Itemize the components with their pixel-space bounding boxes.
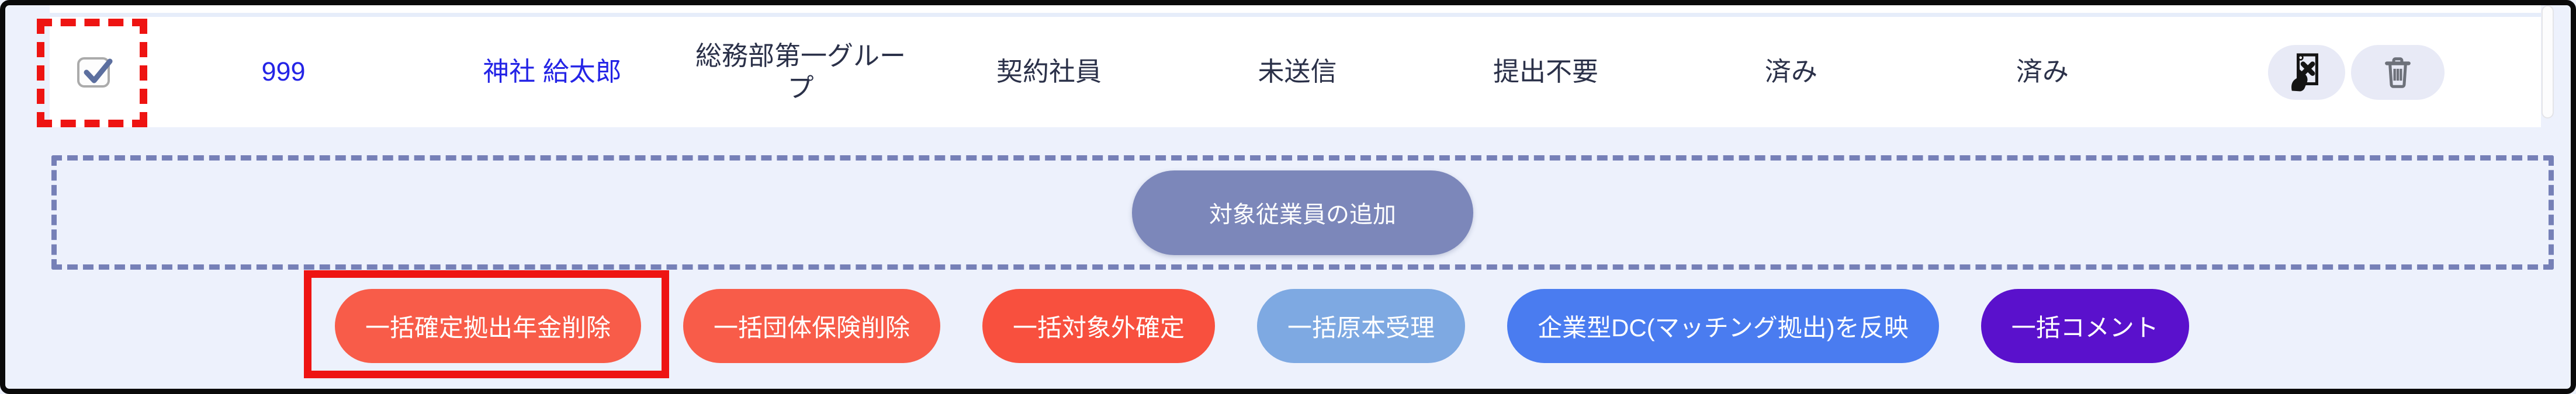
- bulk-accept-original-button[interactable]: 一括原本受理: [1257, 289, 1466, 363]
- apply-corporate-dc-matching-button[interactable]: 企業型DC(マッチング拠出)を反映: [1507, 289, 1939, 363]
- status-1-cell: 済み: [1764, 57, 1817, 87]
- send-status-cell: 未送信: [1258, 57, 1337, 87]
- employee-name-cell: 神社 給太郎: [430, 17, 675, 127]
- vertical-scrollbar-thumb[interactable]: [2542, 5, 2554, 118]
- row-actions-cell: [2171, 17, 2541, 127]
- row-select-checkbox[interactable]: [77, 57, 113, 88]
- employee-no-cell: 999: [137, 17, 430, 127]
- status-2-cell: 済み: [2016, 57, 2069, 87]
- checkmark-icon: [84, 58, 113, 83]
- bulk-confirm-excluded-button[interactable]: 一括対象外確定: [982, 289, 1216, 363]
- employment-type-cell: 契約社員: [996, 57, 1102, 87]
- row-separator-line: [50, 13, 2541, 17]
- table-row-band: [50, 5, 2541, 127]
- submission-status-cell: 提出不要: [1493, 57, 1598, 87]
- employee-table-row: 999 神社 給太郎 総務部第一グループ 契約社員 未送信 提出不要 済み 済み: [50, 17, 2541, 127]
- trash-icon: [2384, 57, 2411, 88]
- add-employee-dropzone: 対象従業員の追加: [51, 155, 2554, 270]
- bulk-comment-button[interactable]: 一括コメント: [1981, 289, 2189, 363]
- employee-no-link[interactable]: 999: [261, 57, 306, 87]
- add-target-employee-button[interactable]: 対象従業員の追加: [1132, 170, 1473, 255]
- document-reject-icon: [2291, 53, 2318, 91]
- bulk-delete-group-insurance-button[interactable]: 一括団体保険削除: [683, 289, 941, 363]
- checkbox-cell: [50, 17, 137, 127]
- document-reject-button[interactable]: [2267, 44, 2345, 100]
- employee-name-link[interactable]: 神社 給太郎: [483, 57, 622, 87]
- delete-row-button[interactable]: [2350, 44, 2445, 100]
- bulk-delete-dc-pension-button[interactable]: 一括確定拠出年金削除: [335, 289, 642, 363]
- bulk-actions-bar: 一括確定拠出年金削除 一括団体保険削除 一括対象外確定 一括原本受理 企業型DC…: [335, 289, 2189, 363]
- group-cell: 総務部第一グループ: [695, 40, 906, 103]
